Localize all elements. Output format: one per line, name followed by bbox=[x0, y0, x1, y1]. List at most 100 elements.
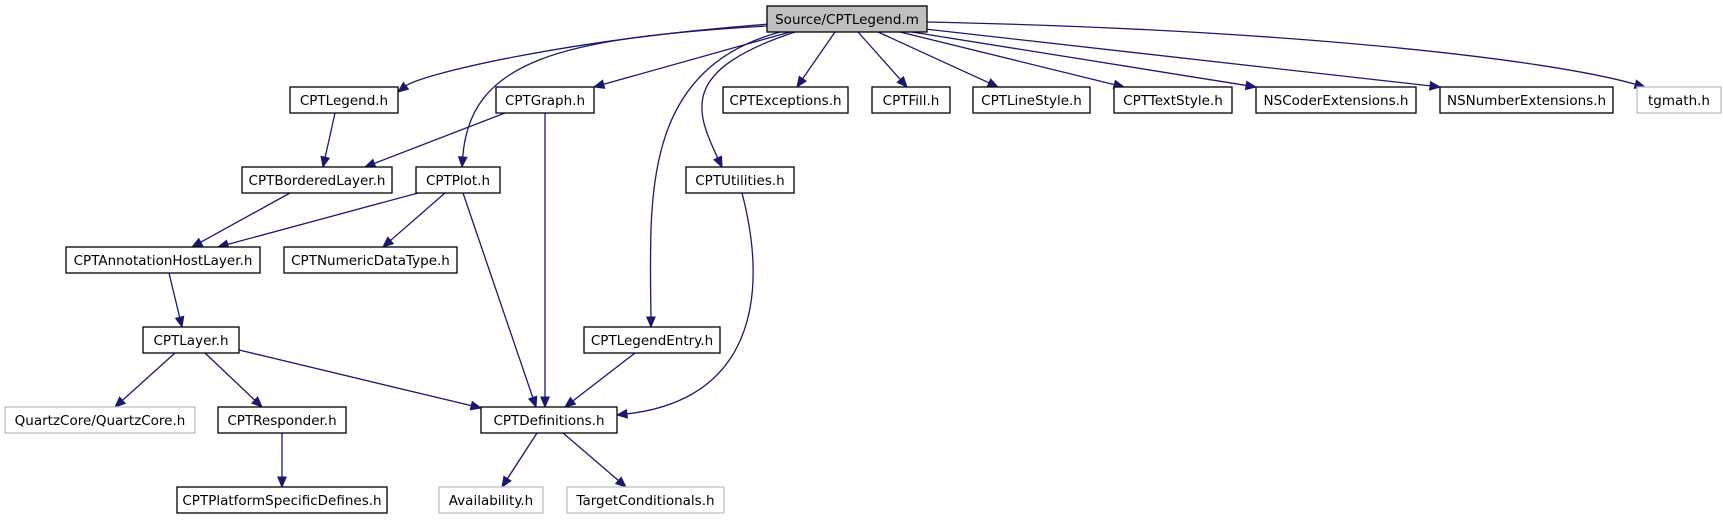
edge-definitions_h-to-targetcond_h bbox=[562, 432, 627, 488]
arrowhead bbox=[250, 396, 263, 408]
node-label: CPTUtilities.h bbox=[695, 173, 784, 189]
node-label: CPTGraph.h bbox=[505, 93, 585, 109]
edge-line bbox=[857, 31, 901, 80]
node-textstyle-h[interactable]: CPTTextStyle.h bbox=[1113, 86, 1233, 114]
node-legendentry-h[interactable]: CPTLegendEntry.h bbox=[583, 326, 721, 354]
arrowhead bbox=[592, 79, 606, 89]
arrowhead bbox=[382, 236, 395, 248]
edge-root-to-exceptions_h bbox=[796, 31, 836, 89]
arrowhead bbox=[174, 315, 185, 329]
node-box bbox=[566, 486, 725, 514]
node-label: CPTLegendEntry.h bbox=[591, 333, 713, 349]
edge-root-to-legendentry_h bbox=[645, 31, 781, 329]
node-label: CPTDefinitions.h bbox=[493, 413, 604, 429]
edge-line bbox=[204, 352, 256, 401]
node-nsnumber-h[interactable]: NSNumberExtensions.h bbox=[1439, 86, 1614, 114]
edge-line bbox=[562, 432, 619, 481]
arrowhead bbox=[527, 395, 538, 409]
node-label: CPTPlot.h bbox=[426, 173, 490, 189]
edge-line bbox=[462, 25, 768, 158]
node-numeric-h[interactable]: CPTNumericDataType.h bbox=[283, 246, 458, 274]
edge-root-to-plot_h bbox=[457, 25, 768, 169]
node-box bbox=[241, 166, 393, 194]
edge-legend_h-to-bordered_h bbox=[320, 112, 336, 169]
node-fill-h[interactable]: CPTFill.h bbox=[871, 86, 951, 114]
node-label: CPTFill.h bbox=[883, 93, 940, 109]
arrowhead bbox=[363, 158, 377, 168]
node-annot-h[interactable]: CPTAnnotationHostLayer.h bbox=[65, 246, 261, 274]
edge-line bbox=[238, 349, 472, 407]
edge-layer bbox=[114, 21, 1647, 489]
edge-root-to-utilities_h bbox=[701, 31, 796, 169]
edge-line bbox=[374, 112, 506, 165]
node-label: NSNumberExtensions.h bbox=[1447, 93, 1606, 109]
node-tgmath-h: tgmath.h bbox=[1636, 86, 1722, 114]
node-box bbox=[583, 326, 721, 354]
arrowhead bbox=[563, 396, 577, 408]
edge-bordered_h-to-annot_h bbox=[190, 192, 291, 248]
edge-layer_h-to-definitions_h bbox=[238, 349, 483, 411]
arrowhead bbox=[320, 155, 331, 169]
arrowhead bbox=[469, 400, 483, 411]
node-plot-h[interactable]: CPTPlot.h bbox=[415, 166, 501, 194]
node-box bbox=[438, 486, 544, 514]
node-box bbox=[871, 86, 951, 114]
node-nscoder-h[interactable]: NSCoderExtensions.h bbox=[1255, 86, 1417, 114]
edge-graph_h-to-bordered_h bbox=[363, 112, 506, 168]
node-box bbox=[283, 246, 458, 274]
edge-line bbox=[924, 28, 1431, 87]
edge-plot_h-to-numeric_h bbox=[382, 192, 446, 248]
node-responder-h[interactable]: CPTResponder.h bbox=[217, 406, 347, 434]
edge-layer_h-to-responder_h bbox=[204, 352, 263, 408]
edge-line bbox=[227, 192, 419, 246]
node-label: CPTLegend.h bbox=[300, 93, 388, 109]
node-availability-h: Availability.h bbox=[438, 486, 544, 514]
edge-line bbox=[911, 31, 1247, 87]
edge-utilities_h-to-definitions_h bbox=[615, 192, 754, 419]
arrowhead bbox=[1244, 80, 1258, 91]
node-label: CPTExceptions.h bbox=[729, 93, 841, 109]
node-box bbox=[176, 486, 388, 514]
node-label: CPTTextStyle.h bbox=[1123, 93, 1223, 109]
arrowhead bbox=[614, 476, 627, 488]
arrowhead bbox=[277, 476, 287, 489]
node-box bbox=[289, 86, 399, 114]
edge-line bbox=[462, 192, 534, 398]
arrowhead bbox=[540, 396, 550, 409]
node-bordered-h[interactable]: CPTBorderedLayer.h bbox=[241, 166, 393, 194]
node-legend-h[interactable]: CPTLegend.h bbox=[289, 86, 399, 114]
arrowhead bbox=[1429, 80, 1442, 91]
edge-plot_h-to-definitions_h bbox=[462, 192, 538, 409]
edge-responder_h-to-platform_h bbox=[277, 433, 287, 489]
node-graph-h[interactable]: CPTGraph.h bbox=[495, 86, 595, 114]
node-box bbox=[217, 406, 347, 434]
edge-line bbox=[802, 31, 836, 80]
edge-line bbox=[121, 352, 176, 401]
node-utilities-h[interactable]: CPTUtilities.h bbox=[685, 166, 795, 194]
edge-root-to-legend_h bbox=[396, 23, 771, 93]
edge-root-to-linestyle_h bbox=[877, 31, 1000, 88]
edge-root-to-fill_h bbox=[857, 31, 908, 88]
edge-line bbox=[200, 192, 291, 243]
edge-line bbox=[926, 21, 1636, 85]
node-box bbox=[1439, 86, 1614, 114]
node-label: CPTBorderedLayer.h bbox=[249, 173, 386, 189]
edge-root-to-tgmath_h bbox=[926, 21, 1647, 89]
node-box bbox=[415, 166, 501, 194]
node-label: CPTLayer.h bbox=[153, 333, 228, 349]
node-exceptions-h[interactable]: CPTExceptions.h bbox=[722, 86, 849, 114]
node-definitions-h[interactable]: CPTDefinitions.h bbox=[480, 406, 618, 434]
arrowhead bbox=[396, 81, 410, 93]
node-label: CPTAnnotationHostLayer.h bbox=[74, 253, 253, 269]
arrowhead bbox=[986, 78, 1000, 88]
edge-root-to-graph_h bbox=[592, 31, 791, 89]
node-box bbox=[972, 86, 1091, 114]
node-label: Source/CPTLegend.m bbox=[775, 12, 919, 28]
node-platform-h[interactable]: CPTPlatformSpecificDefines.h bbox=[176, 486, 388, 514]
node-linestyle-h[interactable]: CPTLineStyle.h bbox=[972, 86, 1091, 114]
edge-annot_h-to-layer_h bbox=[168, 272, 185, 329]
node-layer-h[interactable]: CPTLayer.h bbox=[142, 326, 240, 354]
edge-line bbox=[390, 192, 446, 241]
edge-line bbox=[603, 31, 791, 85]
